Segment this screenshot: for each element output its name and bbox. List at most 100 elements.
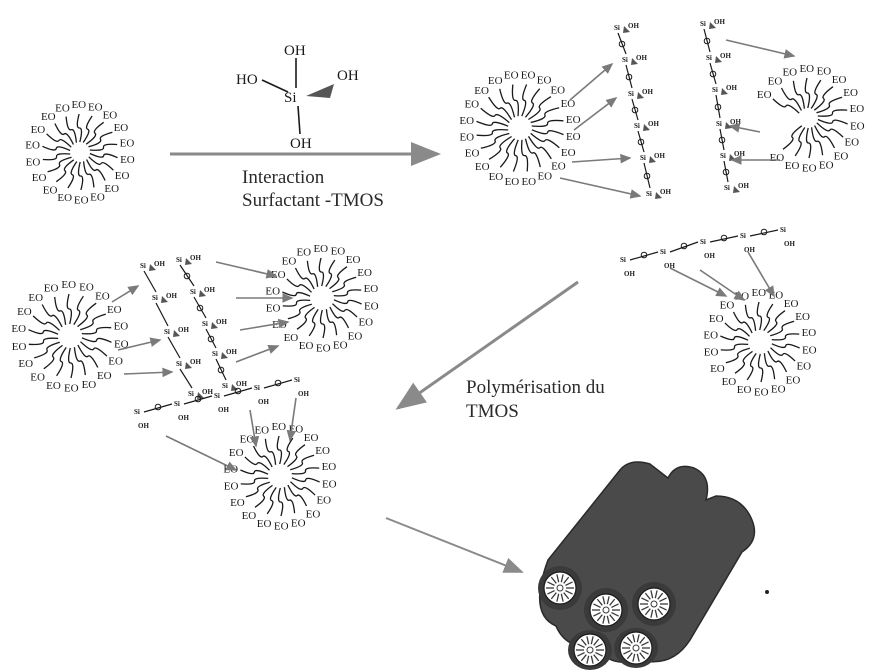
eo-headgroup-label: EO (770, 152, 785, 164)
siloxane-bond (168, 337, 180, 358)
si-atom-label: Si (700, 20, 706, 28)
si-atom-label: Si (646, 190, 652, 198)
oh-group-label: OH (720, 52, 731, 60)
micelle-interaction-right: EOEOEOEOEOEOEOEOEOEOEOEOEOEOEO (757, 63, 865, 175)
surfactant-tail (759, 354, 763, 382)
eo-headgroup-label: EO (230, 497, 245, 509)
eo-headgroup-label: EO (315, 445, 330, 457)
siloxane-bond (194, 297, 206, 318)
surfactant-tail (307, 261, 317, 287)
surfactant-tail (74, 347, 85, 375)
eo-headgroup-label: EO (734, 290, 749, 302)
si-ho-left-bond (262, 80, 288, 92)
eo-headgroup-label: EO (120, 154, 135, 166)
surfactant-tail (532, 130, 564, 135)
surfactant-tail (771, 348, 796, 361)
si-atom-label: Si (190, 288, 196, 296)
eo-headgroup-label: EO (306, 508, 321, 520)
eo-headgroup-label: EO (737, 384, 752, 396)
oh-group-label: OH (664, 262, 675, 270)
si-atom-label: Si (614, 24, 620, 32)
eo-headgroup-label: EO (282, 255, 297, 267)
eo-headgroup-label: EO (537, 75, 552, 87)
eo-headgroup-label: EO (566, 131, 581, 143)
oh-group-label: OH (642, 88, 653, 96)
eo-headgroup-label: EO (265, 285, 280, 297)
si-atom-label: Si (712, 86, 718, 94)
tmos-oh-top: OH (284, 43, 306, 59)
eo-headgroup-label: EO (55, 102, 70, 114)
eo-headgroup-label: EO (475, 161, 490, 173)
eo-headgroup-label: EO (537, 171, 552, 183)
eo-headgroup-label: EO (358, 317, 373, 329)
surfactant-tail (82, 338, 112, 343)
eo-headgroup-label: EO (832, 74, 847, 86)
eo-headgroup-label: EO (771, 383, 786, 395)
step1-label-line1: Interaction (242, 167, 324, 189)
siloxane-bond (180, 265, 194, 286)
micelle-polymer-top: EOEOEOEOEOEOEOEOEOEOEOEOEOEOEOEOEOEO (703, 287, 816, 399)
surfactant-tail (326, 260, 335, 287)
eo-headgroup-label: EO (71, 99, 86, 111)
eo-headgroup-label: EO (97, 370, 112, 382)
eo-headgroup-label: EO (364, 300, 379, 312)
eo-headgroup-label: EO (704, 347, 719, 359)
step2-label-line2: TMOS (466, 401, 519, 423)
oh-group-label: OH (216, 318, 227, 326)
si-atom-label: Si (212, 350, 218, 358)
eo-headgroup-label: EO (30, 371, 45, 383)
siloxane-bond (632, 99, 638, 120)
eo-headgroup-label: EO (802, 327, 817, 339)
oh-group-label: OH (202, 388, 213, 396)
interaction-arrow (726, 40, 794, 56)
surfactant-tail (772, 344, 800, 348)
oh-group-label: OH (236, 380, 247, 388)
eo-headgroup-label: EO (25, 140, 40, 152)
eo-headgroup-label: EO (17, 306, 32, 318)
eo-headgroup-label: EO (322, 478, 337, 490)
surfactant-tail (265, 439, 275, 465)
eo-headgroup-label: EO (802, 344, 817, 356)
oh-group-label: OH (178, 326, 189, 334)
oh-group-label: OH (738, 182, 749, 190)
pore-core (603, 607, 609, 613)
eo-headgroup-label: EO (43, 184, 58, 196)
oh-group-label: OH (730, 118, 741, 126)
eo-headgroup-label: EO (331, 246, 346, 258)
tmos-oh-right: OH (337, 68, 359, 84)
interaction-arrow (560, 178, 640, 196)
eo-headgroup-label: EO (346, 254, 361, 266)
interaction-arrow (216, 262, 276, 276)
eo-headgroup-label: EO (722, 376, 737, 388)
surfactant-tail (77, 114, 81, 142)
eo-headgroup-label: EO (802, 163, 817, 175)
eo-headgroup-label: EO (850, 120, 865, 132)
pore-core (587, 647, 593, 653)
siloxane-bond (206, 329, 216, 348)
eo-headgroup-label: EO (104, 183, 119, 195)
si-atom-label: Si (622, 56, 628, 64)
si-atom-label: Si (176, 256, 182, 264)
surfactant-tail (42, 146, 70, 150)
eo-headgroup-label: EO (504, 70, 519, 82)
eo-headgroup-label: EO (796, 361, 811, 373)
oh-group-label: OH (734, 150, 745, 158)
si-atom-label: Si (620, 256, 626, 264)
surfactant-tail (333, 304, 358, 317)
eo-headgroup-label: EO (819, 159, 834, 171)
surfactant-tail (240, 470, 268, 474)
interaction-arrow (700, 270, 744, 300)
surfactant-tail (277, 436, 281, 464)
surfactant-tail (284, 438, 293, 465)
interaction-arrow (166, 436, 236, 470)
si-atom-label: Si (134, 408, 140, 416)
eo-headgroup-label: EO (333, 339, 348, 351)
eo-headgroup-label: EO (284, 332, 299, 344)
surfactant-tail (757, 302, 761, 330)
eo-headgroup-label: EO (291, 517, 306, 529)
eo-headgroup-label: EO (785, 160, 800, 172)
oh-group-label: OH (166, 292, 177, 300)
eo-headgroup-label: EO (254, 424, 269, 436)
eo-headgroup-label: EO (566, 114, 581, 126)
siloxane-bond (638, 131, 644, 152)
